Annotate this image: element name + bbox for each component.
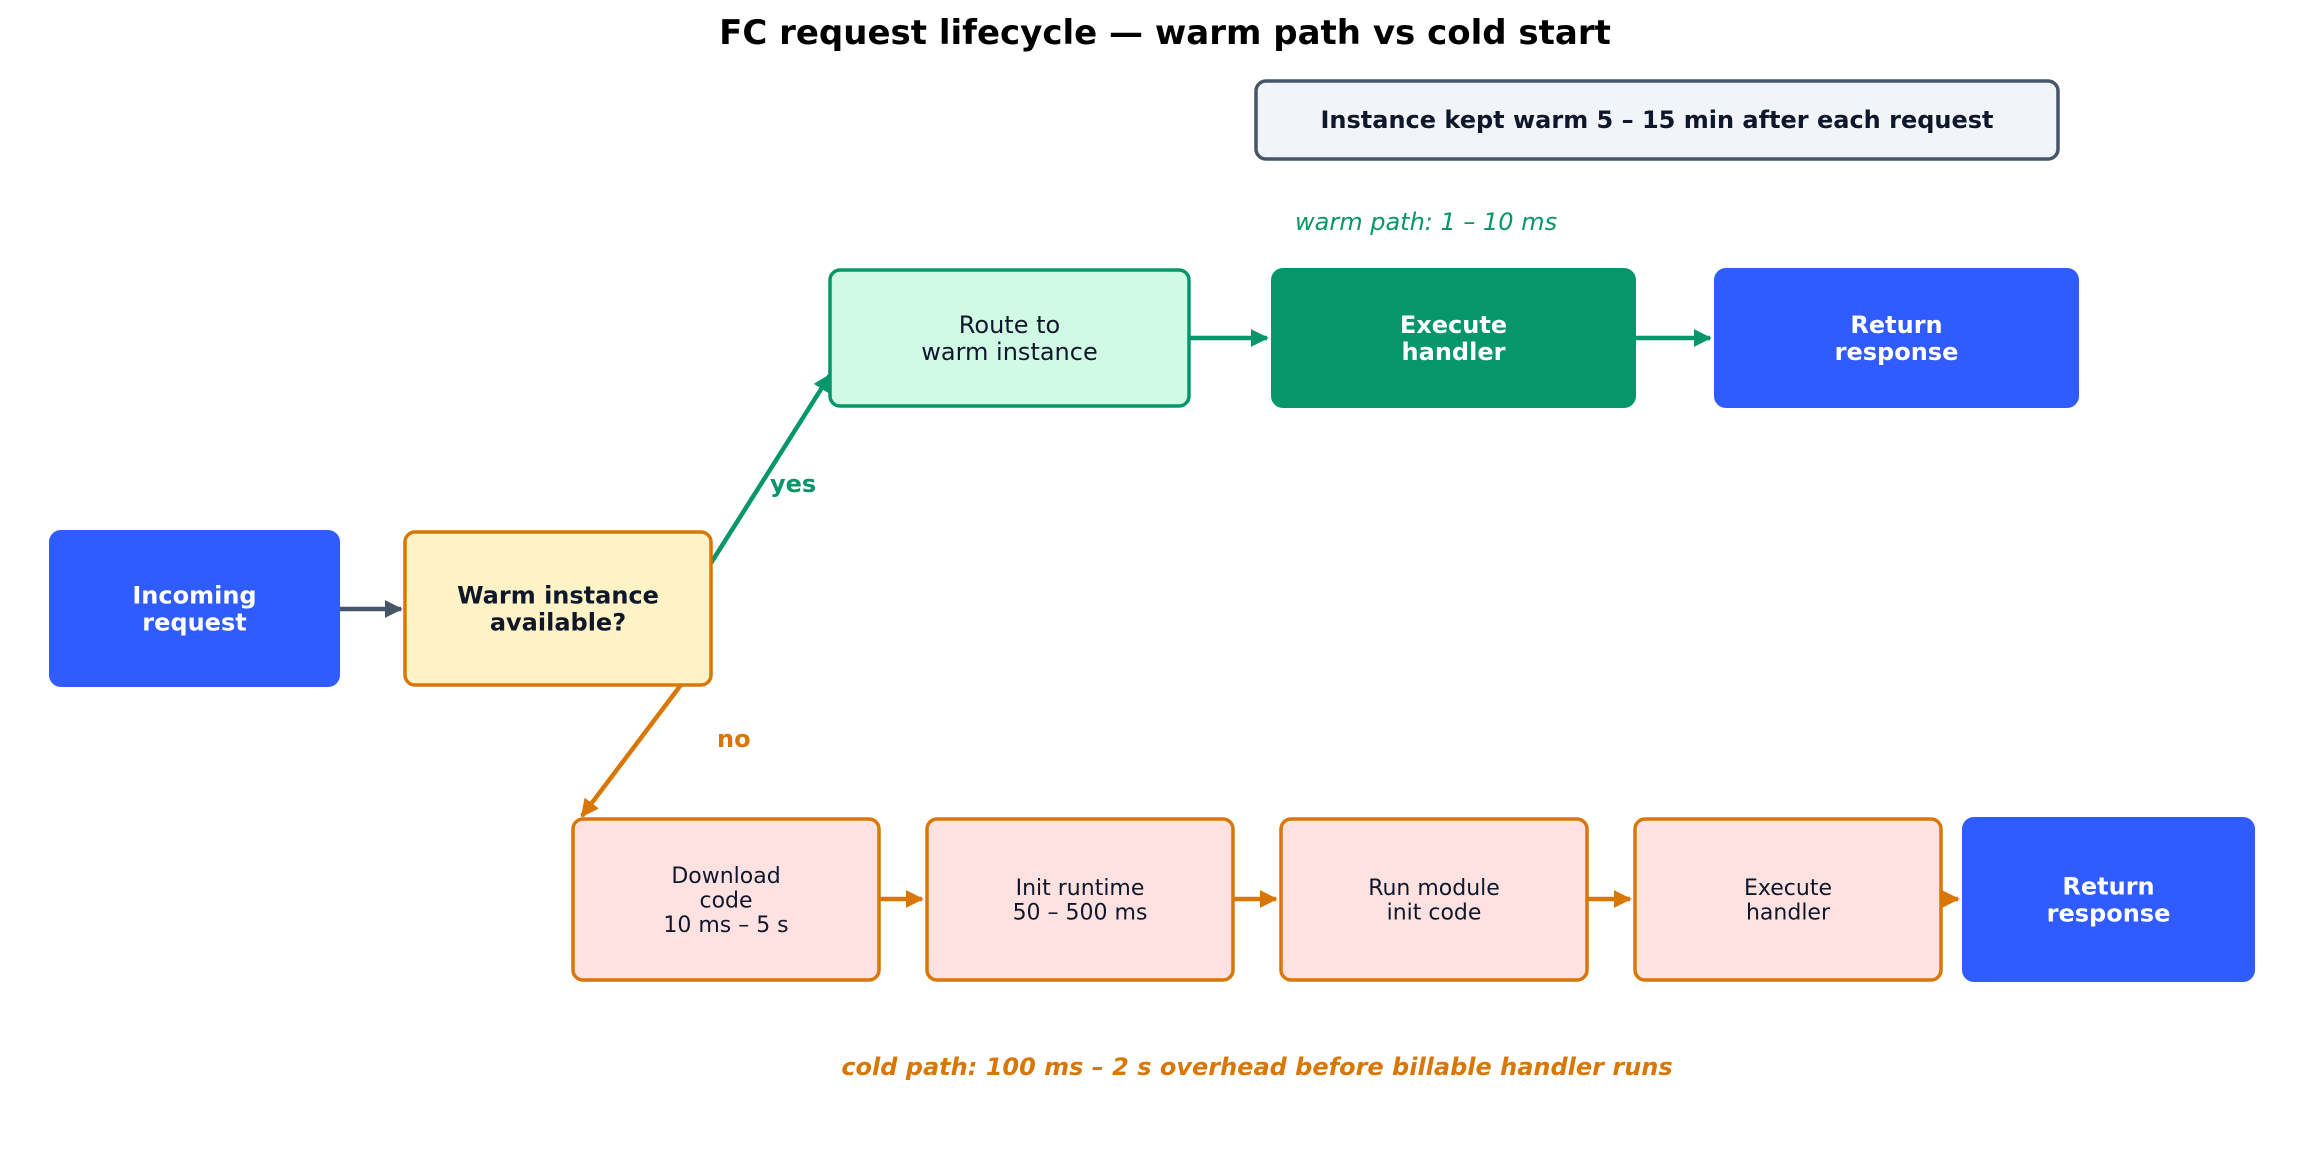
node-label-line: handler: [1746, 901, 1831, 926]
node-label-line: warm instance: [921, 338, 1097, 366]
node-label-line: Download: [671, 864, 780, 889]
node-label-line: Return: [2062, 873, 2154, 901]
diagram-title: FC request lifecycle — warm path vs cold…: [719, 13, 1611, 53]
node-label-line: Route to: [959, 311, 1060, 339]
edge-decision-to-route-yes: [709, 373, 832, 565]
node-label-line: handler: [1402, 338, 1506, 366]
cold-path-label: cold path: 100 ms – 2 s overhead before …: [841, 1053, 1672, 1081]
node-label-line: 10 ms – 5 s: [663, 913, 788, 938]
node-label-line: request: [142, 609, 246, 637]
node-label-line: Incoming: [132, 582, 256, 610]
node-label-line: response: [1835, 338, 1959, 366]
node-label-line: init code: [1387, 901, 1482, 926]
no-label: no: [717, 725, 751, 753]
node-label-line: response: [2047, 900, 2171, 928]
node-label-line: Warm instance: [457, 582, 659, 610]
node-label-line: available?: [490, 609, 626, 637]
node-label-line: code: [699, 888, 752, 913]
warm-path-label: warm path: 1 – 10 ms: [1295, 208, 1557, 236]
warm-retention-note: Instance kept warm 5 – 15 min after each…: [1254, 79, 2060, 161]
warm-retention-note-text: Instance kept warm 5 – 15 min after each…: [1320, 106, 1993, 134]
node-label-line: Execute: [1400, 311, 1507, 339]
yes-label: yes: [770, 470, 816, 498]
node-label-line: Run module: [1368, 876, 1500, 901]
node-label-line: Execute: [1744, 876, 1832, 901]
node-label-line: Init runtime: [1016, 876, 1145, 901]
node-label-line: Return: [1850, 311, 1942, 339]
node-label-line: 50 – 500 ms: [1013, 901, 1148, 926]
